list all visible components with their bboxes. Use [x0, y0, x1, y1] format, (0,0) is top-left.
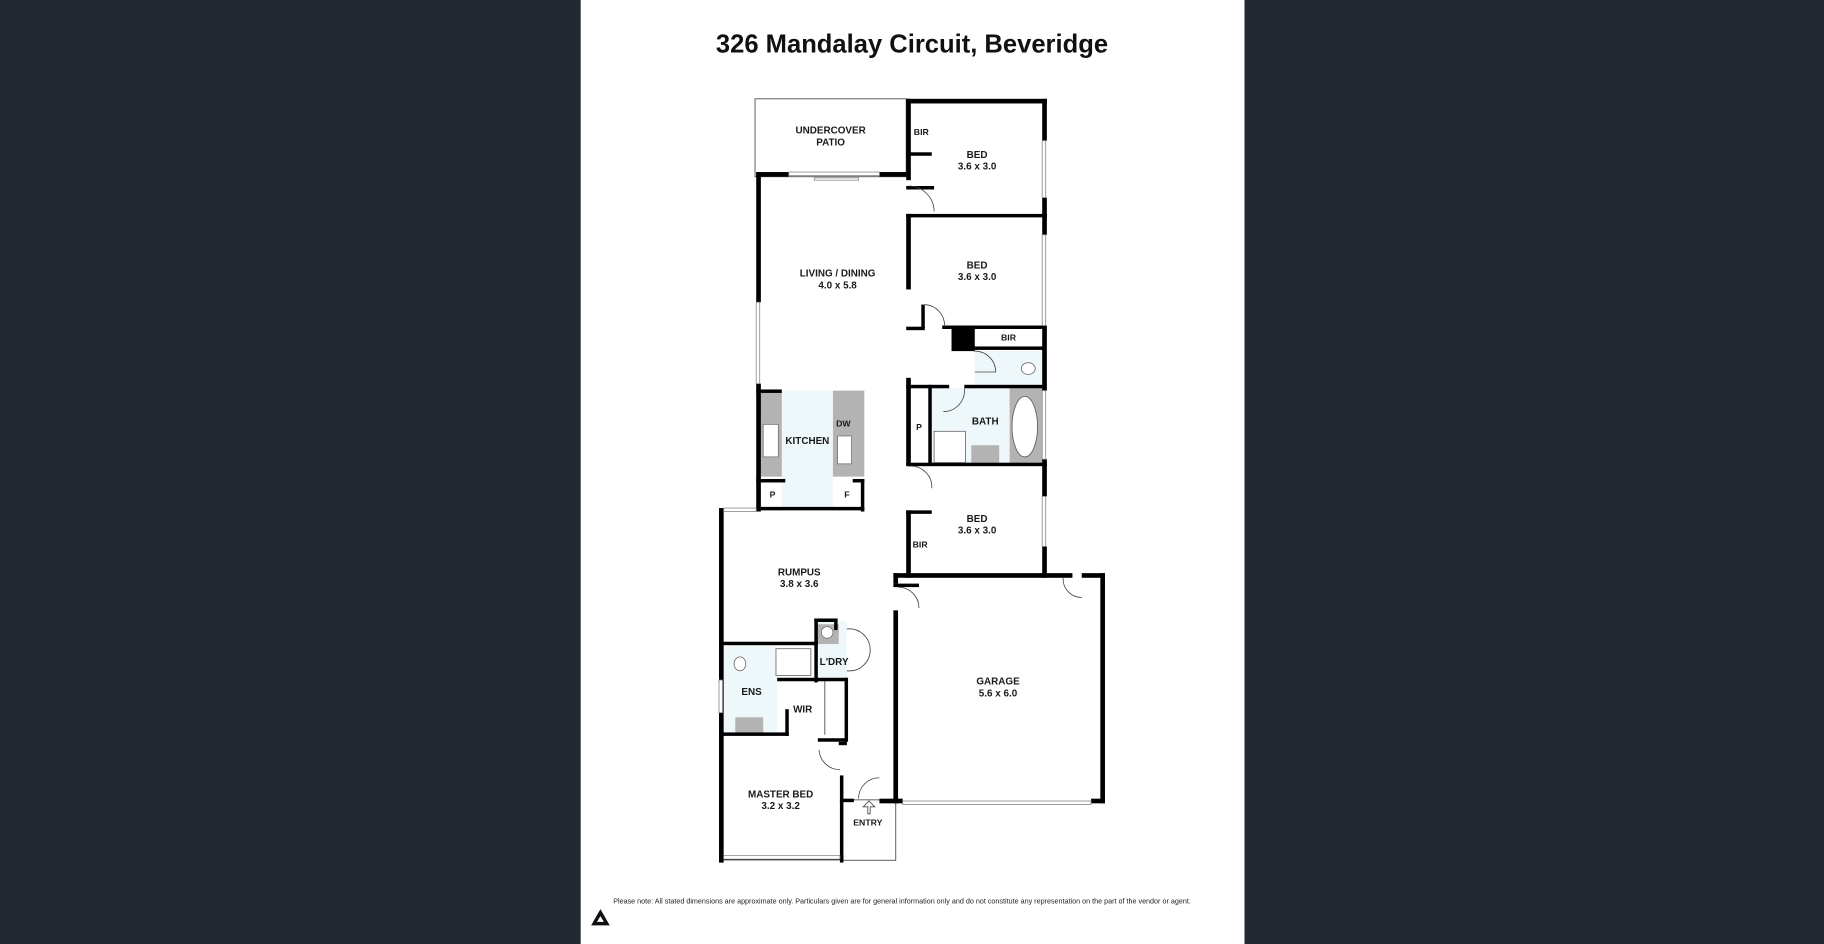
windows [718, 140, 1092, 860]
walls [719, 98, 1105, 863]
entry-arrow-icon [862, 800, 876, 815]
label-living-dim: 4.0 x 5.8 [818, 280, 857, 291]
label-bed3-bir: BIR [913, 540, 929, 550]
label-bed1-dim: 3.6 x 3.0 [958, 162, 997, 173]
label-bed3-dim: 3.6 x 3.0 [958, 526, 997, 537]
disclaimer: Please note: All stated dimensions are a… [613, 896, 1191, 905]
label-living: LIVING / DINING [800, 269, 876, 280]
label-master: MASTER BED [748, 790, 813, 801]
label-garage: GARAGE [976, 677, 1020, 688]
label-bed2: BED [967, 261, 988, 272]
label-wir: WIR [793, 705, 812, 716]
label-entry: ENTRY [853, 817, 882, 827]
label-kitchen: KITCHEN [785, 436, 829, 447]
label-hall-pantry: P [916, 422, 922, 432]
label-bath: BATH [972, 416, 999, 427]
label-fridge: F [844, 490, 849, 500]
label-bed3: BED [967, 514, 988, 525]
label-dw: DW [836, 419, 851, 429]
room-labels: UNDERCOVER PATIO BIR BED 3.6 x 3.0 BED 3… [741, 126, 1020, 828]
page-title: 326 Mandalay Circuit, Beveridge [716, 30, 1108, 58]
label-kitchen-pantry: P [770, 490, 776, 500]
label-rumpus: RUMPUS [778, 567, 821, 578]
label-bed1-bir: BIR [914, 127, 930, 137]
label-bed2-dim: 3.6 x 3.0 [958, 272, 997, 283]
brand-logo-icon [591, 909, 610, 926]
label-ens: ENS [741, 687, 762, 698]
label-bed1: BED [967, 150, 988, 161]
label-laundry: L'DRY [820, 657, 849, 668]
door-swings [818, 185, 1082, 799]
label-rumpus-dim: 3.8 x 3.6 [780, 579, 819, 590]
label-bed2-bir: BIR [1001, 333, 1017, 343]
label-patio-2: PATIO [816, 137, 845, 148]
label-patio: UNDERCOVER [796, 126, 866, 137]
label-master-dim: 3.2 x 3.2 [761, 801, 800, 812]
page-sheet [580, 0, 1245, 944]
label-garage-dim: 5.6 x 6.0 [979, 688, 1018, 699]
